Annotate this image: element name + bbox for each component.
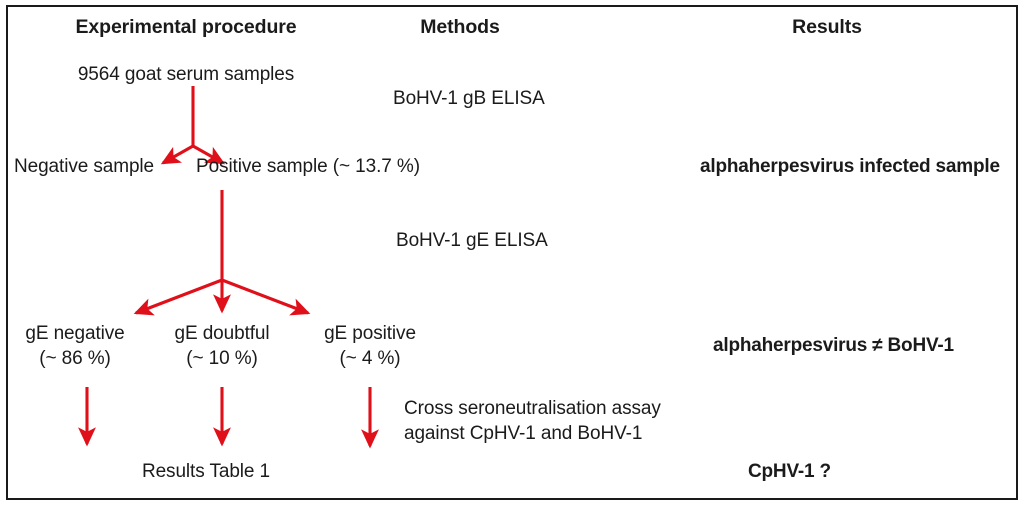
result-cphv1-question: CpHV-1 ? (748, 461, 831, 482)
node-positive-sample: Positive sample (~ 13.7 %) (196, 156, 420, 177)
node-ge-positive: gE positive (~ 4 %) (324, 321, 416, 371)
method-cross-sn-line2: against CpHV-1 and BoHV-1 (404, 423, 643, 445)
node-ge-doubtful-label: gE doubtful (174, 323, 270, 344)
node-ge-doubtful-percent: (~ 10 %) (186, 348, 258, 370)
node-ge-negative-percent: (~ 86 %) (39, 348, 111, 370)
column-header-results: Results (792, 16, 862, 38)
node-ge-negative-label: gE negative (25, 323, 125, 344)
node-ge-negative: gE negative (~ 86 %) (25, 321, 124, 371)
node-start-samples: 9564 goat serum samples (77, 64, 295, 85)
node-ge-doubtful: gE doubtful (~ 10 %) (174, 321, 269, 371)
method-cross-seroneutralisation: Cross seroneutralisation assay against C… (404, 396, 661, 446)
node-negative-sample: Negative sample (14, 156, 155, 177)
result-infected-sample: alphaherpesvirus infected sample (700, 156, 1000, 177)
method-ge-elisa: BoHV-1 gE ELISA (396, 230, 548, 251)
node-ge-positive-label: gE positive (324, 323, 416, 344)
node-ge-positive-percent: (~ 4 %) (339, 348, 401, 370)
column-header-experimental-procedure: Experimental procedure (75, 16, 297, 38)
figure-border (6, 5, 1018, 500)
column-header-methods: Methods (420, 16, 500, 38)
node-results-table: Results Table 1 (141, 461, 271, 482)
method-cross-sn-line1: Cross seroneutralisation assay (404, 398, 661, 419)
method-gb-elisa: BoHV-1 gB ELISA (393, 88, 545, 109)
result-not-bohv1: alphaherpesvirus ≠ BoHV-1 (713, 335, 954, 356)
